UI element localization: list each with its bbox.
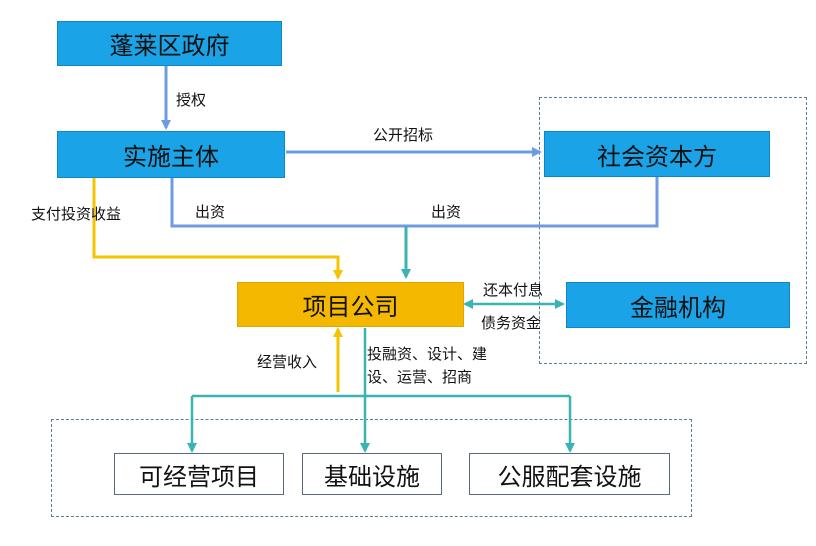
node-financial-institution-label: 金融机构 xyxy=(630,293,726,322)
invest-left-line xyxy=(170,177,406,228)
edge-label-services-line1: 投融资、设计、建 xyxy=(367,345,488,363)
node-infrastructure: 基础设施 xyxy=(302,453,442,495)
edge-label-invest-left: 出资 xyxy=(195,203,226,221)
edge-label-repay: 还本付息 xyxy=(483,281,544,299)
node-penglai-gov: 蓬莱区政府 xyxy=(57,21,282,66)
node-social-capital: 社会资本方 xyxy=(544,131,770,177)
pay-returns-arrow xyxy=(92,177,343,280)
edge-label-public-tender: 公开招标 xyxy=(373,126,434,144)
node-operating-project-label: 可经营项目 xyxy=(139,462,259,491)
node-social-capital-label: 社会资本方 xyxy=(597,142,717,171)
assets-group-frame xyxy=(51,419,692,517)
invest-right-line xyxy=(406,176,659,228)
node-infrastructure-label: 基础设施 xyxy=(324,462,420,491)
node-project-company: 项目公司 xyxy=(237,282,464,327)
node-penglai-gov-label: 蓬莱区政府 xyxy=(109,32,230,60)
edge-label-services-line2: 设、运营、招商 xyxy=(367,368,473,386)
edge-label-operating-income: 经营收入 xyxy=(257,353,318,371)
node-financial-institution: 金融机构 xyxy=(566,282,790,328)
node-public-service-label: 公服配套设施 xyxy=(497,462,642,491)
node-operating-project: 可经营项目 xyxy=(114,453,284,495)
private-group-frame xyxy=(539,97,807,364)
node-implementing-entity-label: 实施主体 xyxy=(123,143,219,171)
edge-label-invest-right: 出资 xyxy=(431,203,462,221)
node-project-company-label: 项目公司 xyxy=(302,293,399,321)
node-implementing-entity: 实施主体 xyxy=(57,131,285,178)
edge-label-debt-funds: 债务资金 xyxy=(481,314,542,332)
edge-label-pay-returns: 支付投资收益 xyxy=(31,205,122,223)
node-public-service: 公服配套设施 xyxy=(469,453,670,495)
edge-label-authorize: 授权 xyxy=(176,91,207,109)
